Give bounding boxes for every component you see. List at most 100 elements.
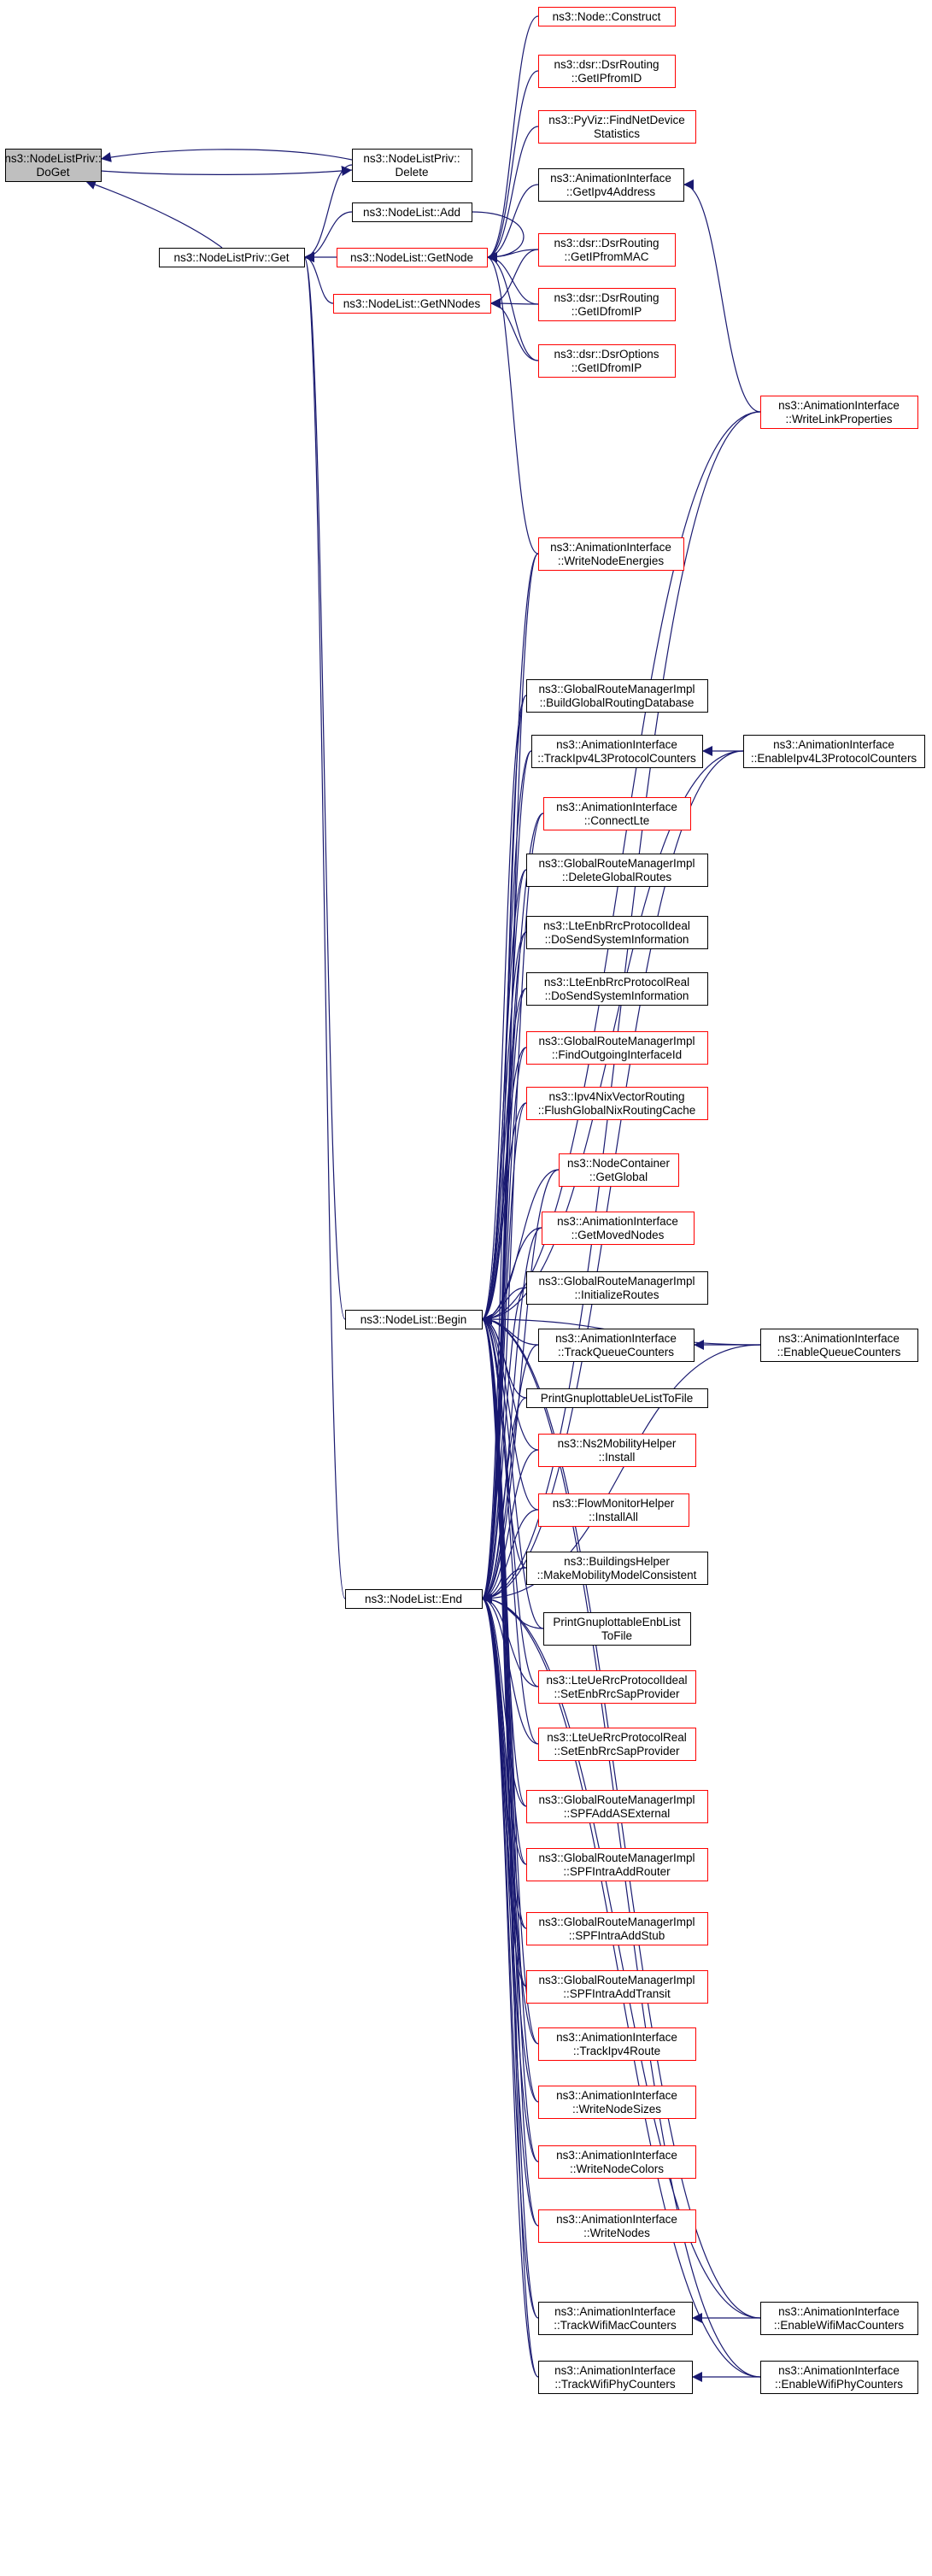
node-spfstub[interactable]: ns3::GlobalRouteManagerImpl::SPFIntraAdd…: [526, 1912, 708, 1945]
edge-uereal-to-end: [481, 1593, 539, 1745]
node-begin[interactable]: ns3::NodeList::Begin: [345, 1310, 483, 1329]
node-box: [760, 2302, 918, 2335]
node-enablequeue[interactable]: ns3::AnimationInterface::EnableQueueCoun…: [760, 1329, 918, 1362]
node-deleteglobal[interactable]: ns3::GlobalRouteManagerImpl::DeleteGloba…: [526, 854, 708, 887]
node-getnnodes[interactable]: ns3::NodeList::GetNNodes: [333, 294, 491, 314]
node-getipv4address[interactable]: ns3::AnimationInterface::GetIpv4Address: [538, 168, 684, 202]
node-trackwifiphy[interactable]: ns3::AnimationInterface::TrackWifiPhyCou…: [538, 2361, 693, 2394]
edge-trackipv4route-to-end: [481, 1593, 539, 2045]
node-label: ::MakeMobilityModelConsistent: [537, 1569, 697, 1581]
node-label: ::TrackQueueCounters: [558, 1346, 674, 1358]
node-label: ns3::AnimationInterface: [773, 738, 894, 751]
node-getmovednodes[interactable]: ns3::AnimationInterface::GetMovedNodes: [542, 1212, 695, 1245]
node-box: [352, 202, 472, 222]
node-getnode[interactable]: ns3::NodeList::GetNode: [337, 248, 488, 267]
node-spfaddas[interactable]: ns3::GlobalRouteManagerImpl::SPFAddASExt…: [526, 1790, 708, 1823]
node-label: ns3::GlobalRouteManagerImpl: [538, 1851, 695, 1864]
node-label: ::BuildGlobalRoutingDatabase: [540, 696, 695, 709]
node-flushnix[interactable]: ns3::Ipv4NixVectorRouting::FlushGlobalNi…: [526, 1087, 708, 1120]
node-label: PrintGnuplottableUeListToFile: [541, 1392, 694, 1405]
node-box: [345, 1589, 483, 1609]
node-dsr_getipfromid[interactable]: ns3::dsr::DsrRouting::GetIPfromID: [538, 55, 676, 88]
edge-pyviz-to-getnode: [486, 126, 539, 262]
node-printue[interactable]: PrintGnuplottableUeListToFile: [526, 1388, 708, 1408]
node-box: [760, 1329, 918, 1362]
node-box: [526, 1271, 708, 1305]
node-writenodecolors[interactable]: ns3::AnimationInterface::WriteNodeColors: [538, 2145, 696, 2179]
node-enbreal[interactable]: ns3::LteEnbRrcProtocolReal::DoSendSystem…: [526, 972, 708, 1006]
edge-writenodecolors-to-end: [481, 1593, 539, 2162]
node-connectlte[interactable]: ns3::AnimationInterface::ConnectLte: [543, 797, 691, 830]
node-label: ns3::FlowMonitorHelper: [553, 1497, 675, 1510]
node-node_construct[interactable]: ns3::Node::Construct: [538, 7, 676, 26]
node-box: [345, 1310, 483, 1329]
node-label: ::SPFIntraAddRouter: [563, 1865, 671, 1878]
node-enablewifiphy[interactable]: ns3::AnimationInterface::EnableWifiPhyCo…: [760, 2361, 918, 2394]
node-priv_get[interactable]: ns3::NodeListPriv::Get: [159, 248, 305, 267]
node-trackqueue[interactable]: ns3::AnimationInterface::TrackQueueCount…: [538, 1329, 695, 1362]
node-label: ns3::Node::Construct: [553, 10, 661, 23]
node-label: ns3::dsr::DsrRouting: [554, 58, 659, 71]
node-trackipv4route[interactable]: ns3::AnimationInterface::TrackIpv4Route: [538, 2027, 696, 2061]
node-doget[interactable]: ns3::NodeListPriv::DoGet: [4, 149, 102, 182]
node-label: ns3::GlobalRouteManagerImpl: [538, 1793, 695, 1806]
node-findoutgoing[interactable]: ns3::GlobalRouteManagerImpl::FindOutgoin…: [526, 1031, 708, 1065]
edge-node_construct-to-getnode: [486, 15, 539, 262]
node-label: ns3::GlobalRouteManagerImpl: [538, 1035, 695, 1047]
node-buildglobal[interactable]: ns3::GlobalRouteManagerImpl::BuildGlobal…: [526, 679, 708, 713]
node-label: ::DoSendSystemInformation: [545, 933, 689, 946]
node-spfrouter[interactable]: ns3::GlobalRouteManagerImpl::SPFIntraAdd…: [526, 1848, 708, 1881]
node-box: [538, 2209, 696, 2243]
node-label: ns3::NodeListPriv::: [363, 152, 460, 165]
node-label: ::GetMovedNodes: [572, 1229, 665, 1241]
node-ns2install[interactable]: ns3::Ns2MobilityHelper::Install: [538, 1434, 696, 1467]
node-box: [542, 1212, 695, 1245]
node-writenodes[interactable]: ns3::AnimationInterface::WriteNodes: [538, 2209, 696, 2243]
node-label: ::Install: [599, 1451, 636, 1464]
node-ueideal[interactable]: ns3::LteUeRrcProtocolIdeal::SetEnbRrcSap…: [538, 1670, 696, 1704]
node-label: ns3::AnimationInterface: [556, 2089, 677, 2102]
node-add[interactable]: ns3::NodeList::Add: [352, 202, 472, 222]
node-label: ns3::dsr::DsrOptions: [554, 348, 659, 361]
node-spftransit[interactable]: ns3::GlobalRouteManagerImpl::SPFIntraAdd…: [526, 1970, 708, 2004]
node-trackwifimac[interactable]: ns3::AnimationInterface::TrackWifiMacCou…: [538, 2302, 693, 2335]
edge-trackwifiphy-to-end: [481, 1593, 539, 2378]
node-box: [760, 2361, 918, 2394]
node-priv_delete[interactable]: ns3::NodeListPriv::Delete: [352, 149, 472, 182]
node-enableipv4l3[interactable]: ns3::AnimationInterface::EnableIpv4L3Pro…: [743, 735, 925, 768]
node-label: ::TrackWifiPhyCounters: [554, 2378, 676, 2391]
node-box: [337, 248, 488, 267]
node-nc_getglobal[interactable]: ns3::NodeContainer::GetGlobal: [559, 1153, 679, 1187]
node-enablewifimac[interactable]: ns3::AnimationInterface::EnableWifiMacCo…: [760, 2302, 918, 2335]
node-label: ns3::AnimationInterface: [778, 2364, 900, 2377]
node-dsr_getidfromip[interactable]: ns3::dsr::DsrRouting::GetIDfromIP: [538, 288, 676, 321]
node-box: [538, 2086, 696, 2119]
node-uereal[interactable]: ns3::LteUeRrcProtocolReal::SetEnbRrcSapP…: [538, 1728, 696, 1761]
node-label: ::SPFIntraAddStub: [569, 1929, 665, 1942]
node-label: ::WriteNodeEnergies: [558, 555, 665, 567]
edge-writenodes-to-end: [481, 1593, 539, 2227]
node-label: ::InstallAll: [589, 1511, 638, 1523]
node-flowinstall[interactable]: ns3::FlowMonitorHelper::InstallAll: [538, 1493, 689, 1527]
node-writenodeenergies[interactable]: ns3::AnimationInterface::WriteNodeEnergi…: [538, 537, 684, 571]
node-initroutes[interactable]: ns3::GlobalRouteManagerImpl::InitializeR…: [526, 1271, 708, 1305]
node-enbideal[interactable]: ns3::LteEnbRrcProtocolIdeal::DoSendSyste…: [526, 916, 708, 949]
node-end[interactable]: ns3::NodeList::End: [345, 1589, 483, 1609]
node-writelinkproperties[interactable]: ns3::AnimationInterface::WriteLinkProper…: [760, 396, 918, 429]
node-label: ns3::AnimationInterface: [555, 1332, 677, 1345]
node-label: ns3::NodeList::Add: [363, 206, 460, 219]
node-trackipv4l3[interactable]: ns3::AnimationInterface::TrackIpv4L3Prot…: [531, 735, 703, 768]
node-dsr_getipfrommac[interactable]: ns3::dsr::DsrRouting::GetIPfromMAC: [538, 233, 676, 267]
node-dsropt_getidfromip[interactable]: ns3::dsr::DsrOptions::GetIDfromIP: [538, 344, 676, 378]
edge-spfaddas-to-end: [481, 1593, 527, 1807]
node-buildings[interactable]: ns3::BuildingsHelper::MakeMobilityModelC…: [526, 1552, 708, 1585]
node-box: [538, 1728, 696, 1761]
node-label: ns3::NodeListPriv::: [4, 152, 101, 165]
node-label: ::GetGlobal: [589, 1171, 648, 1183]
node-label: ns3::GlobalRouteManagerImpl: [538, 857, 695, 870]
edge-enablewifimac-to-end: [481, 1593, 761, 2319]
node-writenodesizes[interactable]: ns3::AnimationInterface::WriteNodeSizes: [538, 2086, 696, 2119]
node-label: ns3::AnimationInterface: [556, 2213, 677, 2226]
